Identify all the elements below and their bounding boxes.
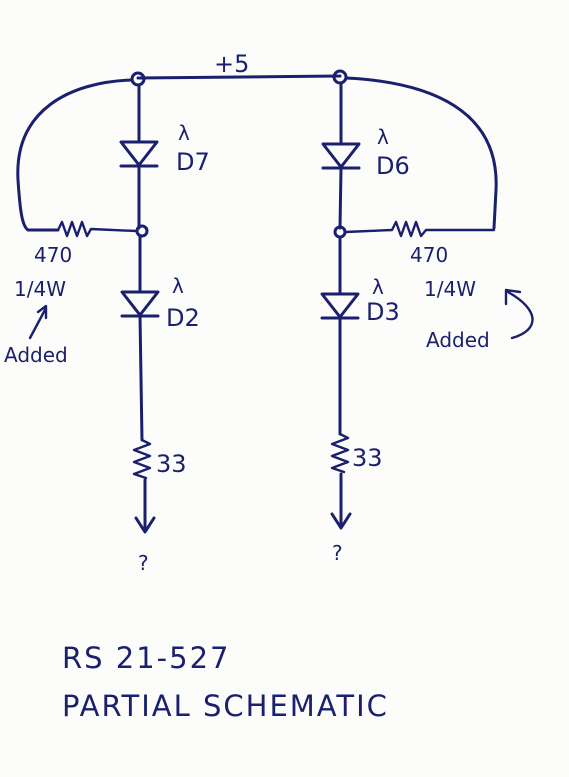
title-line-1: RS 21-527 [62, 641, 231, 675]
mid-left-junction [135, 224, 149, 238]
left-470-resistor [56, 220, 138, 238]
title-line-2: PARTIAL SCHEMATIC [62, 689, 389, 723]
right-rating-label: 1/4W [424, 277, 476, 301]
right-470-label: 470 [410, 243, 448, 267]
right-470-resistor [343, 220, 496, 238]
left-added-arrow [28, 304, 48, 340]
left-33-resistor [132, 438, 152, 480]
supply-rail [136, 74, 342, 80]
d3-label: D3 [366, 298, 400, 326]
left-33-label: 33 [156, 450, 187, 478]
mid-right-junction [333, 225, 347, 239]
left-output-label: ? [138, 551, 149, 575]
d3-led-marker: λ [372, 275, 384, 299]
d2-label: D2 [166, 304, 200, 332]
right-arc-wire [344, 76, 498, 230]
d6-diode-body [321, 142, 361, 169]
right-added-arrow [504, 288, 534, 340]
left-arc-wire [16, 78, 134, 232]
right-output-arrow [330, 512, 352, 530]
supply-label: +5 [214, 50, 249, 78]
d6-led-marker: λ [377, 125, 389, 149]
d7-led-marker: λ [178, 121, 190, 145]
left-output-arrow [134, 516, 156, 534]
d3-diode-body [320, 292, 360, 319]
d6-label: D6 [376, 152, 410, 180]
d2-led-marker: λ [172, 274, 184, 298]
right-33-label: 33 [352, 444, 383, 472]
left-added-label: Added [4, 343, 68, 367]
left-rating-label: 1/4W [14, 277, 66, 301]
left-470-label: 470 [34, 243, 72, 267]
right-33-resistor [330, 432, 350, 474]
d7-label: D7 [176, 148, 210, 176]
right-added-label: Added [426, 328, 490, 352]
right-output-label: ? [332, 541, 343, 565]
d2-diode-body [120, 290, 160, 317]
d7-diode-body [119, 140, 159, 167]
left-branch-wire-bottom [138, 314, 144, 442]
right-branch-wire-mid [338, 166, 343, 230]
